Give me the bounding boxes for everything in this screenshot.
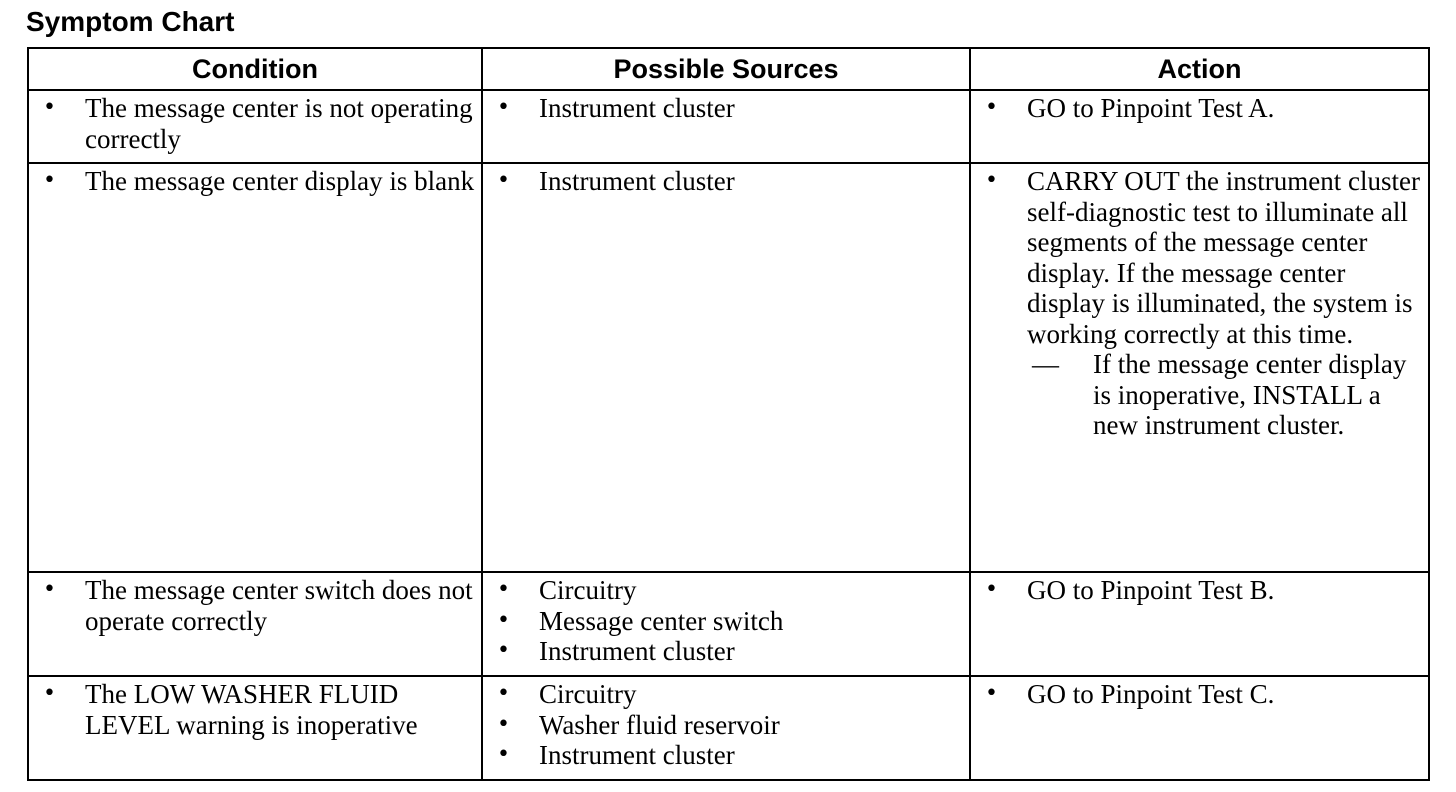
action-text: GO to Pinpoint Test A. (1027, 93, 1275, 123)
bullet-icon: • (43, 681, 56, 706)
list-item: • Message center switch (483, 606, 969, 637)
column-header-condition: Condition (27, 47, 483, 91)
list-item: • The message center switch does not oper… (29, 575, 481, 636)
bullet-icon: • (985, 95, 998, 120)
table-row: • The message center display is blank • In… (27, 162, 1430, 573)
action-cell: • GO to Pinpoint Test A. (969, 89, 1430, 164)
list-item: • Circuitry (483, 575, 969, 606)
source-text: Instrument cluster (539, 636, 735, 666)
sources-cell: • Instrument cluster (481, 89, 971, 164)
bullet-icon: • (497, 95, 510, 120)
table-row: • The LOW WASHER FLUID LEVEL warning is i… (27, 675, 1430, 781)
source-text: Message center switch (539, 605, 784, 636)
list-item: • Instrument cluster (483, 636, 969, 667)
condition-text: The LOW WASHER FLUID LEVEL warning is in… (85, 679, 418, 740)
column-header-action: Action (969, 47, 1430, 91)
action-sub-item: — If the message center display is inoper… (1027, 349, 1422, 441)
condition-cell: • The message center display is blank (27, 162, 483, 573)
bullet-icon: • (497, 681, 510, 706)
list-item: • CARRY OUT the instrument cluster self-d… (971, 166, 1428, 441)
bullet-icon: • (43, 577, 56, 602)
list-item: • Washer fluid reservoir (483, 710, 969, 741)
action-cell: • GO to Pinpoint Test C. (969, 675, 1430, 781)
action-sub-text: If the message center display is inopera… (1093, 349, 1407, 440)
action-text: GO to Pinpoint Test B. (1027, 575, 1275, 605)
bullet-icon: • (985, 168, 998, 193)
source-text: Instrument cluster (539, 740, 735, 770)
table-row: • The message center is not operating cor… (27, 89, 1430, 164)
source-text: Instrument cluster (539, 166, 735, 196)
sources-cell: • Instrument cluster (481, 162, 971, 573)
sources-cell: • Circuitry • Washer fluid reservoir • Inst… (481, 675, 971, 781)
table-header-row: Condition Possible Sources Action (27, 47, 1430, 91)
condition-text: The message center switch does not opera… (85, 575, 473, 636)
action-text: GO to Pinpoint Test C. (1027, 679, 1275, 709)
bullet-icon: • (497, 168, 510, 193)
list-item: • Instrument cluster (483, 166, 969, 197)
list-item: • The LOW WASHER FLUID LEVEL warning is i… (29, 679, 481, 740)
action-cell: • GO to Pinpoint Test B. (969, 571, 1430, 677)
source-text: Circuitry (539, 679, 637, 709)
bullet-icon: • (497, 607, 510, 633)
condition-cell: • The message center switch does not oper… (27, 571, 483, 677)
bullet-icon: • (985, 577, 998, 602)
list-item: • Instrument cluster (483, 93, 969, 124)
list-item: • The message center display is blank (29, 166, 481, 197)
bullet-icon: • (497, 577, 510, 602)
sources-cell: • Circuitry • Message center switch • Instr… (481, 571, 971, 677)
condition-cell: • The LOW WASHER FLUID LEVEL warning is i… (27, 675, 483, 781)
list-item: • GO to Pinpoint Test C. (971, 679, 1428, 710)
action-text: CARRY OUT the instrument cluster self-di… (1027, 166, 1420, 349)
table-row: • The message center switch does not oper… (27, 571, 1430, 677)
list-item: • GO to Pinpoint Test A. (971, 93, 1428, 124)
bullet-icon: • (985, 681, 998, 706)
source-text: Circuitry (539, 575, 637, 605)
bullet-icon: • (497, 742, 510, 767)
condition-text: The message center is not operating corr… (85, 93, 473, 154)
column-header-possible-sources: Possible Sources (481, 47, 971, 91)
source-text: Instrument cluster (539, 93, 735, 123)
bullet-icon: • (497, 638, 510, 663)
condition-text: The message center display is blank (85, 166, 475, 196)
bullet-icon: • (43, 168, 56, 193)
dash-icon: — (1032, 349, 1059, 379)
list-item: • The message center is not operating cor… (29, 93, 481, 154)
list-item: • Instrument cluster (483, 740, 969, 771)
bullet-icon: • (497, 711, 510, 737)
bullet-icon: • (43, 95, 56, 120)
source-text: Washer fluid reservoir (539, 709, 780, 740)
list-item: • Circuitry (483, 679, 969, 710)
condition-cell: • The message center is not operating cor… (27, 89, 483, 164)
action-cell: • CARRY OUT the instrument cluster self-d… (969, 162, 1430, 573)
page-title: Symptom Chart (26, 6, 235, 37)
symptom-chart-table: Condition Possible Sources Action • The m… (27, 47, 1430, 781)
list-item: • GO to Pinpoint Test B. (971, 575, 1428, 606)
